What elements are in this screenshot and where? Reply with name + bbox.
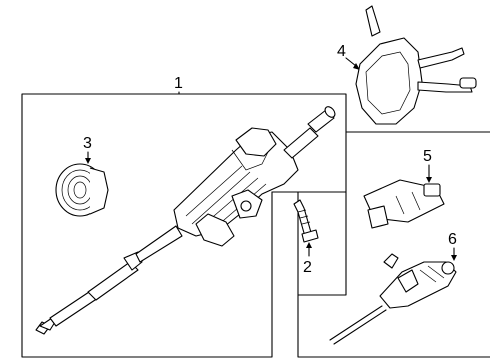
callout-3-arrow bbox=[85, 158, 91, 164]
callout-1: 1 bbox=[174, 75, 183, 92]
callout-5: 5 bbox=[423, 148, 432, 165]
callout-3: 3 bbox=[83, 135, 92, 152]
callout-4-arrow bbox=[353, 63, 360, 70]
steering-column bbox=[35, 106, 336, 335]
callout-6: 6 bbox=[448, 231, 457, 248]
callout-5-arrow bbox=[426, 177, 432, 183]
frame-2-box bbox=[271, 191, 347, 296]
callout-4: 4 bbox=[337, 43, 346, 60]
column-shroud bbox=[355, 5, 477, 125]
shift-lever-assembly bbox=[329, 253, 457, 345]
callout-2-arrow bbox=[306, 242, 312, 248]
main-frame bbox=[21, 93, 490, 358]
sensor-module bbox=[363, 179, 445, 229]
bolt bbox=[293, 199, 319, 243]
bellows-boot bbox=[55, 163, 109, 217]
callout-6-arrow bbox=[451, 255, 457, 261]
callout-4-leader bbox=[345, 57, 357, 67]
callout-2: 2 bbox=[303, 259, 312, 276]
